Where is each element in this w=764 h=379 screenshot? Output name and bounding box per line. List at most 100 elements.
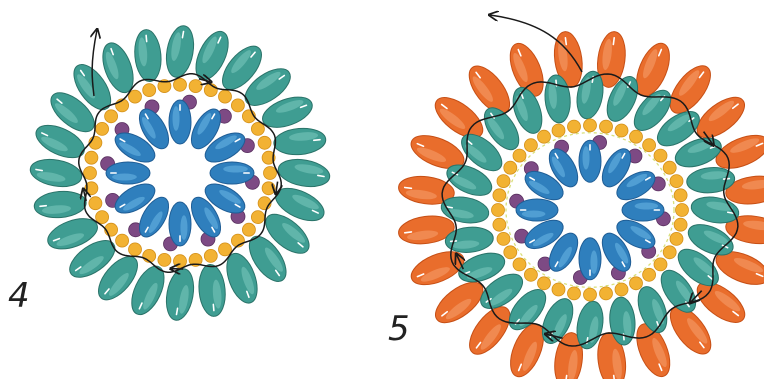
yellow-seed-bead (497, 232, 510, 245)
yellow-seed-bead (663, 246, 676, 259)
yellow-seed-bead (116, 234, 129, 247)
yellow-seed-bead (96, 211, 109, 224)
outer-teal-bead-body (197, 263, 227, 317)
outer-teal-bead-hole (146, 35, 147, 41)
inner-blue-bead-shine (590, 250, 597, 274)
outer-teal-bead-body (133, 29, 163, 83)
yellow-seed-bead (615, 283, 628, 296)
outer-teal-bead-hole (314, 140, 320, 141)
yellow-seed-bead (513, 258, 526, 271)
outer-teal-bead-body (28, 156, 84, 191)
step-4-diagram (28, 24, 332, 323)
orange-petal-bead-hole (565, 38, 566, 45)
step-5-label: 5 (388, 309, 410, 349)
outer-teal-bead (163, 267, 198, 323)
yellow-seed-bead (674, 189, 687, 202)
outer-teal-bead-hole (182, 32, 183, 38)
yellow-seed-bead (251, 211, 264, 224)
inner-blue-bead-shine (180, 215, 187, 240)
outer-teal-bead-body (163, 267, 198, 323)
step-5-diagram (397, 15, 764, 379)
outer-teal-bead-body (276, 156, 332, 191)
yellow-seed-bead (504, 246, 517, 259)
outer-teal-bead-hole (40, 206, 46, 207)
yellow-seed-bead (158, 253, 171, 266)
yellow-seed-bead (264, 167, 277, 180)
inner-blue-bead (169, 202, 191, 246)
outer-teal-bead-hole (213, 304, 214, 310)
inner-blue-bead-shine (112, 173, 137, 180)
inner-blue-bead-shine (635, 203, 659, 210)
yellow-seed-bead (96, 122, 109, 135)
inner-blue-bead (579, 140, 601, 182)
yellow-seed-bead (538, 130, 551, 143)
yellow-seed-bead (670, 232, 683, 245)
outer-teal-bead (28, 156, 84, 191)
inner-blue-bead (169, 100, 191, 144)
orange-petal-bead-hole (614, 375, 615, 379)
inner-blue-bead (516, 199, 558, 221)
yellow-seed-bead (674, 218, 687, 231)
yellow-seed-bead (174, 78, 187, 91)
outer-teal-bead (33, 189, 87, 219)
outer-teal-bead-hole (728, 212, 734, 213)
orange-petal-bead-hole (566, 375, 567, 379)
yellow-seed-bead (251, 122, 264, 135)
yellow-seed-bead (231, 99, 244, 112)
step-4-label: 4 (8, 276, 30, 316)
outer-teal-bead-body (163, 24, 198, 80)
yellow-seed-bead (615, 124, 628, 137)
inner-blue-bead-shine (522, 210, 546, 217)
yellow-seed-bead (513, 149, 526, 162)
inner-blue-bead (210, 162, 254, 184)
yellow-seed-bead (552, 283, 565, 296)
yellow-seed-bead (492, 204, 505, 217)
yellow-seed-bead (504, 161, 517, 174)
yellow-seed-bead (524, 268, 537, 281)
yellow-seed-bead (568, 120, 581, 133)
orange-petal-bead-hole (405, 187, 412, 188)
inner-blue-bead-shine (223, 166, 248, 173)
outer-teal-bead (133, 29, 163, 83)
outer-teal-bead-hole (36, 169, 42, 170)
yellow-seed-bead (643, 139, 656, 152)
yellow-seed-bead (493, 218, 506, 231)
outer-teal-bead-hole (447, 207, 453, 208)
yellow-seed-bead (204, 249, 217, 262)
yellow-seed-bead (85, 151, 98, 164)
yellow-seed-bead (219, 90, 232, 103)
yellow-seed-bead (670, 175, 683, 188)
yellow-seed-bead (538, 277, 551, 290)
yellow-seed-bead (676, 204, 689, 217)
outer-teal-bead-body (33, 189, 87, 219)
yellow-seed-bead (497, 175, 510, 188)
outer-teal-bead-hole (176, 308, 177, 314)
outer-teal-bead (197, 263, 227, 317)
yellow-seed-bead (242, 223, 255, 236)
yellow-seed-bead (129, 243, 142, 256)
inner-blue-bead-shine (583, 146, 590, 170)
yellow-seed-bead (143, 84, 156, 97)
outer-teal-bead (163, 24, 198, 80)
orange-petal-bead-hole (405, 232, 412, 233)
yellow-seed-bead (584, 288, 597, 301)
yellow-seed-bead (174, 255, 187, 268)
yellow-seed-bead (129, 90, 142, 103)
outer-teal-bead-body (273, 126, 327, 156)
yellow-seed-bead (493, 189, 506, 202)
yellow-seed-bead (600, 120, 613, 133)
yellow-seed-bead (258, 136, 271, 149)
orange-petal-bead-hole (613, 38, 614, 45)
yellow-seed-bead (600, 287, 613, 300)
yellow-seed-bead (663, 161, 676, 174)
yellow-seed-bead (89, 197, 102, 210)
yellow-seed-bead (189, 80, 202, 93)
inner-blue-bead (106, 162, 150, 184)
inner-blue-bead (579, 238, 601, 280)
yellow-seed-bead (524, 139, 537, 152)
inner-blue-bead (622, 199, 664, 221)
yellow-seed-bead (262, 182, 275, 195)
inner-blue-bead-shine (173, 106, 180, 131)
yellow-seed-bead (105, 110, 118, 123)
